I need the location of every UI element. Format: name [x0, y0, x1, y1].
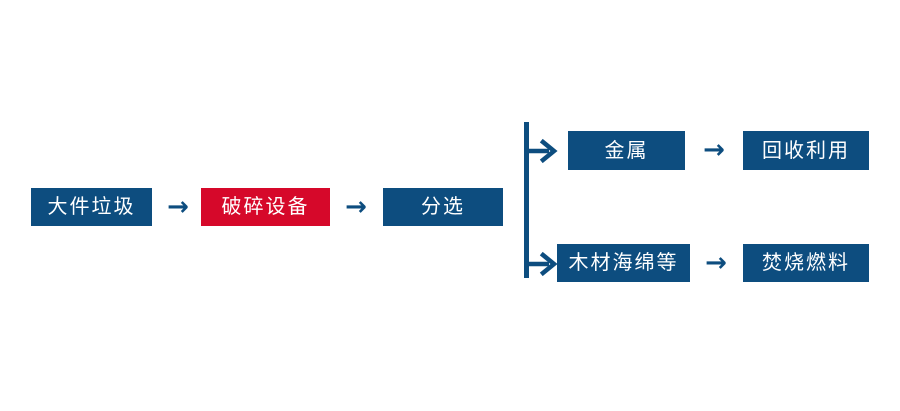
- arrow-right-icon-branch-to-woodsponge: [527, 251, 559, 277]
- node-fuel[interactable]: 焚烧燃料: [743, 244, 869, 282]
- node-sorting[interactable]: 分选: [383, 188, 503, 226]
- arrow-right-icon-input-to-crusher: →: [167, 192, 189, 222]
- arrow-right-icon-branch-to-metal: [527, 138, 559, 164]
- node-recycle[interactable]: 回收利用: [743, 131, 869, 170]
- arrow-right-icon-metal-to-recycle: →: [703, 135, 725, 165]
- arrow-right-icon-woodsponge-to-fuel: →: [705, 248, 727, 278]
- node-metal[interactable]: 金属: [568, 131, 685, 170]
- node-woodsponge[interactable]: 木材海绵等: [557, 244, 690, 282]
- node-crusher[interactable]: 破碎设备: [201, 188, 330, 226]
- branch-bracket-spine: [524, 122, 529, 278]
- node-input[interactable]: 大件垃圾: [31, 188, 152, 226]
- arrow-right-icon-crusher-to-sorting: →: [345, 192, 367, 222]
